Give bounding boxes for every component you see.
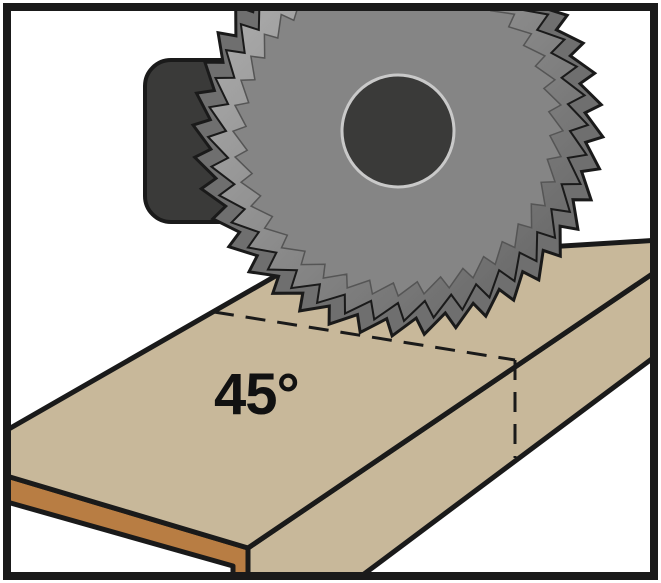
cut-line-top xyxy=(213,310,516,362)
circular-saw-blade-icon xyxy=(190,9,606,339)
bevel-angle-label: 45° xyxy=(214,362,299,427)
illustration-frame xyxy=(3,3,658,580)
blade-hub xyxy=(340,73,456,189)
